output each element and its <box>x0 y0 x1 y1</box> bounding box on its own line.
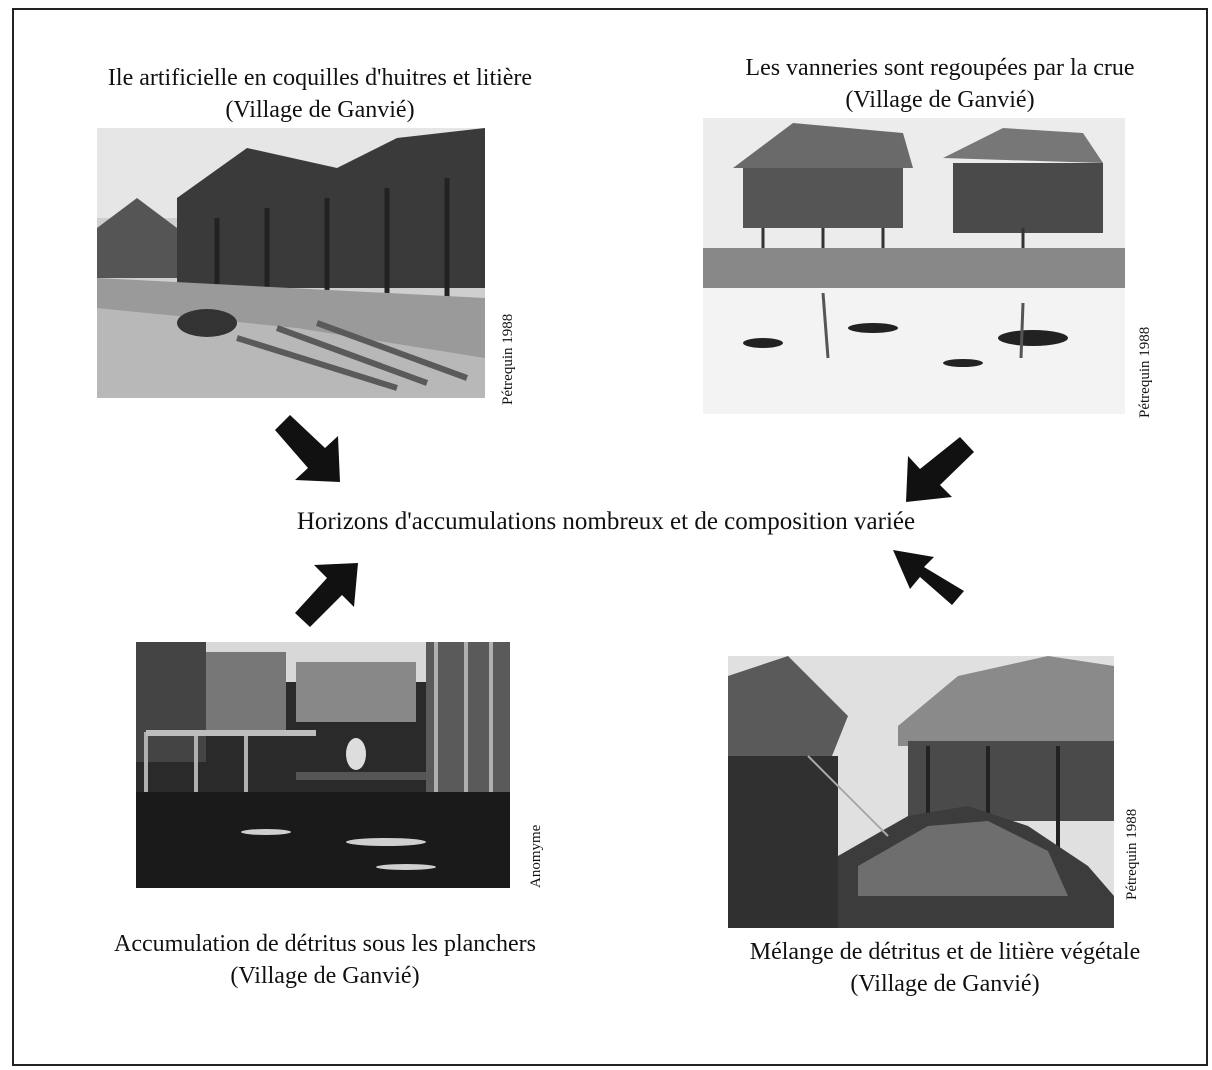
caption-bottom-right: Mélange de détritus et de litière végéta… <box>690 936 1200 1000</box>
credit-top-right: Pétrequin 1988 <box>1137 326 1153 418</box>
arrow-top-right <box>906 437 974 502</box>
caption-bottom-right-line2: (Village de Ganvié) <box>850 971 1040 997</box>
caption-bottom-right-line1: Mélange de détritus et de litière végéta… <box>749 939 1141 965</box>
photo-oyster-shell-island <box>97 128 485 398</box>
caption-bottom-left-line2: (Village de Ganvié) <box>230 963 420 989</box>
credit-top-left: Pétrequin 1988 <box>500 313 516 405</box>
center-label: Horizons d'accumulations nombreux et de … <box>296 508 916 535</box>
caption-top-left-line2: (Village de Ganvié) <box>225 97 415 123</box>
photo-debris-and-litter-mix <box>728 656 1114 928</box>
arrow-bottom-right <box>893 550 964 605</box>
photo-debris-under-floors <box>136 642 510 888</box>
caption-top-right: Les vanneries sont regoupées par la crue… <box>670 52 1210 116</box>
arrow-top-left <box>275 415 340 482</box>
photo-baskets-flood <box>703 118 1125 414</box>
caption-top-right-line2: (Village de Ganvié) <box>845 87 1035 113</box>
caption-top-left: Ile artificielle en coquilles d'huitres … <box>40 62 600 126</box>
credit-bottom-right: Pétrequin 1988 <box>1124 808 1140 900</box>
credit-bottom-left: Anomyme <box>528 824 544 888</box>
caption-top-right-line1: Les vanneries sont regoupées par la crue <box>745 55 1135 81</box>
caption-bottom-left: Accumulation de détritus sous les planch… <box>40 928 610 992</box>
caption-top-left-line1: Ile artificielle en coquilles d'huitres … <box>107 65 533 91</box>
caption-bottom-left-line1: Accumulation de détritus sous les planch… <box>114 931 536 957</box>
arrow-bottom-left <box>295 563 358 627</box>
